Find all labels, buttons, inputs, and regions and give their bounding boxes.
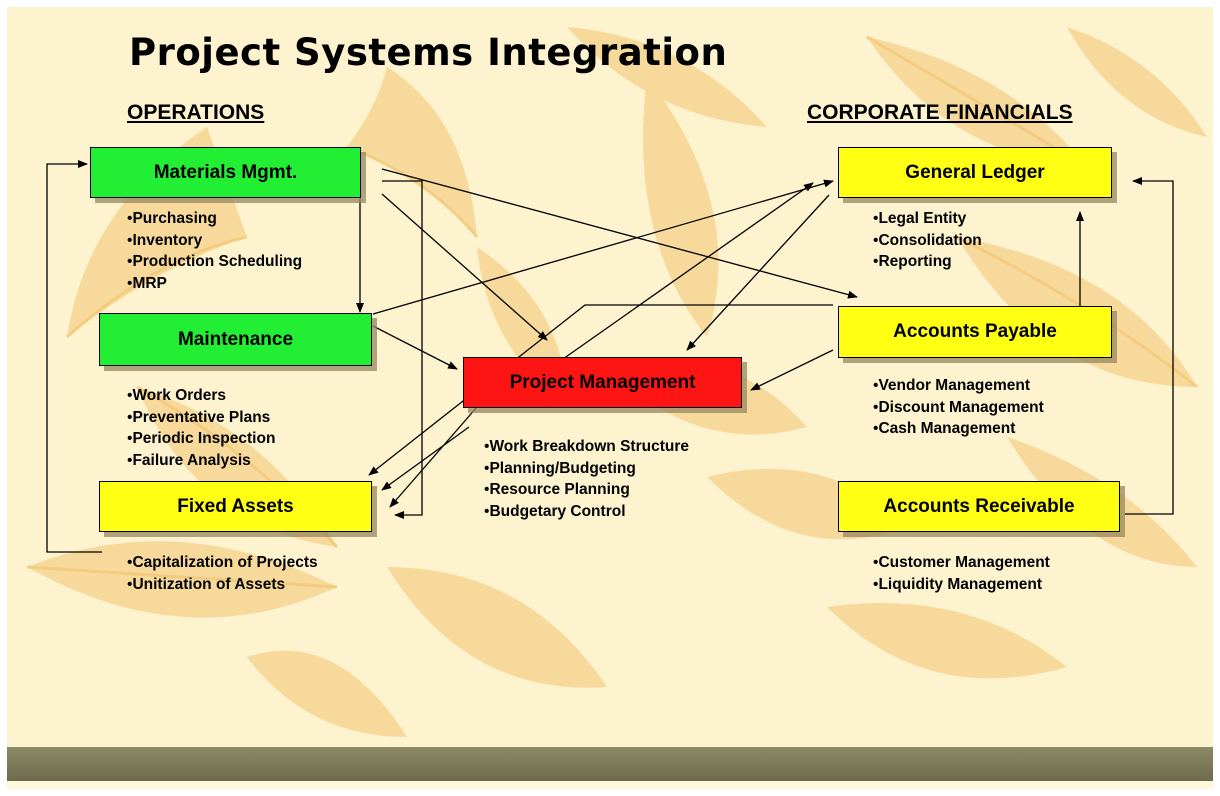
list-item: Liquidity Management <box>873 574 1050 596</box>
materials-mgmt-list: Purchasing Inventory Production Scheduli… <box>127 208 302 294</box>
general-ledger-label: General Ledger <box>905 161 1045 183</box>
list-item: Vendor Management <box>873 375 1044 397</box>
slide: Project Systems Integration OPERATIONS C… <box>7 7 1213 789</box>
section-operations: OPERATIONS <box>127 101 265 124</box>
accounts-receivable-label: Accounts Receivable <box>883 495 1075 517</box>
general-ledger-list: Legal Entity Consolidation Reporting <box>873 208 982 273</box>
maintenance-box[interactable]: Maintenance <box>99 313 372 366</box>
list-item: Customer Management <box>873 552 1049 574</box>
list-item: Consolidation <box>873 230 981 252</box>
list-item: MRP <box>127 273 302 295</box>
list-item: Inventory <box>127 230 302 252</box>
arrow-ledger-project <box>686 194 830 351</box>
maintenance-label: Maintenance <box>177 328 294 350</box>
materials-mgmt-box[interactable]: Materials Mgmt. <box>90 147 361 198</box>
list-item: Work Breakdown Structure <box>484 436 689 458</box>
arrow-maintenance-project <box>372 325 458 370</box>
list-item: Work Orders <box>127 385 275 407</box>
accounts-payable-box[interactable]: Accounts Payable <box>838 306 1112 358</box>
arrow-materials-fixed-assets <box>382 180 423 519</box>
list-item: Discount Management <box>873 397 1043 419</box>
arrow-payable-project <box>750 349 834 391</box>
arrow-receivable-ledger <box>1125 177 1174 515</box>
accounts-receivable-box[interactable]: Accounts Receivable <box>838 481 1120 532</box>
list-item: Capitalization of Projects <box>127 552 317 574</box>
fixed-assets-list: Capitalization of Projects Unitization o… <box>127 552 318 596</box>
arrow-project-fixed-assets-2 <box>389 406 478 508</box>
list-item: Periodic Inspection <box>127 428 275 450</box>
list-item: Resource Planning <box>484 479 689 501</box>
arrow-loop-left <box>46 160 102 553</box>
arrow-materials-project <box>381 193 548 341</box>
page-title: Project Systems Integration <box>129 31 728 74</box>
fixed-assets-label: Fixed Assets <box>177 495 294 517</box>
accounts-receivable-list: Customer Management Liquidity Management <box>873 552 1050 596</box>
project-management-list: Work Breakdown Structure Planning/Budget… <box>484 436 689 522</box>
fixed-assets-box[interactable]: Fixed Assets <box>99 481 372 532</box>
list-item: Purchasing <box>127 208 302 230</box>
accounts-payable-label: Accounts Payable <box>893 321 1057 342</box>
list-item: Production Scheduling <box>127 251 302 273</box>
accounts-payable-list: Vendor Management Discount Management Ca… <box>873 375 1044 440</box>
arrow-materials-payable <box>381 168 858 299</box>
arrow-project-fixed-assets-1 <box>381 426 470 491</box>
list-item: Cash Management <box>873 418 1044 440</box>
footer-bar <box>7 747 1213 781</box>
list-item: Reporting <box>873 251 982 273</box>
maintenance-list: Work Orders Preventative Plans Periodic … <box>127 385 275 471</box>
list-item: Legal Entity <box>873 208 982 230</box>
list-item: Planning/Budgeting <box>484 458 689 480</box>
footer-line <box>7 781 1213 789</box>
list-item: Unitization of Assets <box>127 574 318 596</box>
general-ledger-box[interactable]: General Ledger <box>838 147 1112 198</box>
arrow-ap-fixed-assets <box>368 304 833 476</box>
section-corporate-financials: CORPORATE FINANCIALS <box>807 101 1073 124</box>
arrow-maintenance-ledger <box>372 179 834 315</box>
arrow-project-ledger <box>562 182 814 360</box>
connection-arrows <box>46 160 1174 553</box>
list-item: Budgetary Control <box>484 501 689 523</box>
materials-mgmt-label: Materials Mgmt. <box>153 161 298 183</box>
list-item: Preventative Plans <box>127 407 275 429</box>
project-management-box[interactable]: Project Management <box>463 357 742 408</box>
project-management-label: Project Management <box>509 371 696 393</box>
list-item: Failure Analysis <box>127 450 275 472</box>
